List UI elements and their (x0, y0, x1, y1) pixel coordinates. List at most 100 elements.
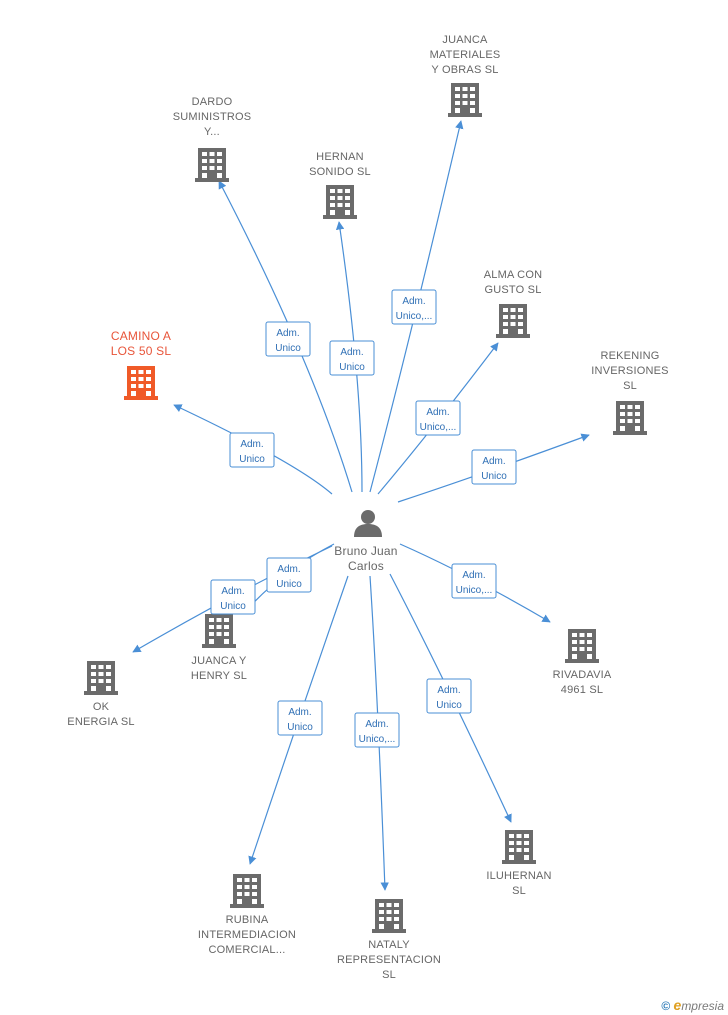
edge-label-hernan[interactable]: Adm. Unico (329, 340, 375, 376)
company-node-dardo[interactable]: DARDO SUMINISTROS Y... (173, 96, 252, 182)
company-name-line: OK (93, 701, 110, 713)
building-icon (502, 830, 536, 864)
edge-label-line: Adm. (365, 719, 388, 730)
company-name-line: RUBINA (226, 914, 269, 926)
company-node-ok[interactable]: OK ENERGIA SL (67, 661, 135, 728)
company-node-nataly[interactable]: NATALY REPRESENTACION SL (337, 899, 441, 981)
company-name-line: HENRY SL (191, 670, 247, 682)
company-node-juanca_henry[interactable]: JUANCA Y HENRY SL (191, 614, 247, 682)
brand-logo-e: e (673, 997, 682, 1013)
edge-label-line: Adm. (221, 586, 244, 597)
building-icon (202, 614, 236, 648)
company-name-line: COMERCIAL... (209, 944, 286, 956)
copyright-symbol: © (661, 999, 671, 1013)
company-node-rubina[interactable]: RUBINA INTERMEDIACION COMERCIAL... (198, 874, 296, 956)
center-name-line-1: Bruno Juan (334, 544, 397, 558)
center-name-line-2: Carlos (348, 559, 384, 573)
company-name-line: SL (512, 885, 526, 897)
edge-label-camino[interactable]: Adm. Unico (229, 432, 275, 468)
building-icon (195, 148, 229, 182)
company-name-line: SL (623, 380, 637, 392)
edge-label-line: Adm. (276, 328, 299, 339)
edge-label-line: Unico,... (456, 585, 493, 596)
edge-label-juanca_henry[interactable]: Adm. Unico (266, 557, 312, 593)
edge-label-line: Unico (220, 601, 246, 612)
building-icon (448, 83, 482, 117)
company-name-line: INTERMEDIACION (198, 929, 296, 941)
edge-label-line: Adm. (482, 456, 505, 467)
edge-label-line: Adm. (437, 685, 460, 696)
company-name-line: 4961 SL (561, 684, 603, 696)
building-icon (565, 629, 599, 663)
building-icon (323, 185, 357, 219)
edge-label-rekening[interactable]: Adm. Unico (471, 449, 517, 485)
building-icon (84, 661, 118, 695)
company-name-line: HERNAN (316, 151, 364, 163)
company-name-line: RIVADAVIA (553, 669, 612, 681)
company-name-line: LOS 50 SL (111, 344, 172, 358)
edge-label-nataly[interactable]: Adm. Unico,... (354, 712, 400, 748)
edge-label-line: Adm. (402, 296, 425, 307)
building-icon (230, 874, 264, 908)
edge-label-dardo[interactable]: Adm. Unico (265, 321, 311, 357)
company-name-line: Y... (204, 126, 220, 138)
company-name-line: CAMINO A (111, 329, 171, 343)
edge-label-rubina[interactable]: Adm. Unico (277, 700, 323, 736)
company-node-alma[interactable]: ALMA CON GUSTO SL (484, 269, 542, 338)
edge-label-line: Adm. (288, 707, 311, 718)
edge-label-line: Unico,... (396, 311, 433, 322)
company-name-line: JUANCA (442, 34, 488, 46)
edge-label-line: Unico (239, 454, 265, 465)
company-name-line: NATALY (368, 939, 410, 951)
company-name-line: GUSTO SL (484, 284, 541, 296)
company-node-rivadavia[interactable]: RIVADAVIA 4961 SL (553, 629, 612, 696)
company-node-hernan[interactable]: HERNAN SONIDO SL (309, 151, 371, 219)
company-node-iluhernan[interactable]: ILUHERNAN SL (486, 830, 551, 897)
company-name-line: ILUHERNAN (486, 870, 551, 882)
edge-label-line: Adm. (277, 564, 300, 575)
edge-label-ok[interactable]: Adm. Unico (210, 579, 256, 615)
building-icon (613, 401, 647, 435)
edge-label-line: Unico,... (359, 734, 396, 745)
edge-label-juanca_mat[interactable]: Adm. Unico,... (391, 289, 437, 325)
edge-label-line: Adm. (340, 347, 363, 358)
company-name-line: DARDO (192, 96, 233, 108)
edge-label-line: Unico (339, 362, 365, 373)
edge-label-line: Unico (275, 343, 301, 354)
edge-label-line: Adm. (240, 439, 263, 450)
company-name-line: SUMINISTROS (173, 111, 252, 123)
edges-layer (132, 120, 590, 891)
company-name-line: Y OBRAS SL (431, 64, 498, 76)
person-icon (354, 510, 382, 537)
edge-label-line: Unico,... (420, 422, 457, 433)
center-node[interactable]: Bruno Juan Carlos (334, 510, 397, 573)
company-name-line: ALMA CON (484, 269, 542, 281)
edge-label-line: Unico (436, 700, 462, 711)
edge-label-line: Unico (287, 722, 313, 733)
edge-label-line: Unico (276, 579, 302, 590)
brand-logo-text: mpresia (681, 999, 724, 1013)
company-name-line: JUANCA Y (191, 655, 247, 667)
edge-label-alma[interactable]: Adm. Unico,... (415, 400, 461, 436)
company-name-line: INVERSIONES (591, 365, 668, 377)
building-icon (124, 366, 158, 400)
company-name-line: SL (382, 969, 396, 981)
company-name-line: REPRESENTACION (337, 954, 441, 966)
edge-label-line: Adm. (462, 570, 485, 581)
edge-label-line: Unico (481, 471, 507, 482)
building-icon (372, 899, 406, 933)
company-name-line: SONIDO SL (309, 166, 371, 178)
company-node-rekening[interactable]: REKENING INVERSIONES SL (591, 350, 668, 435)
company-name-line: REKENING (600, 350, 659, 362)
building-icon (496, 304, 530, 338)
empresia-watermark: © empresia (661, 997, 724, 1013)
edge-label-rivadavia[interactable]: Adm. Unico,... (451, 563, 497, 599)
edge-label-line: Adm. (426, 407, 449, 418)
edge-label-iluhernan[interactable]: Adm. Unico (426, 678, 472, 714)
company-name-line: ENERGIA SL (67, 716, 134, 728)
